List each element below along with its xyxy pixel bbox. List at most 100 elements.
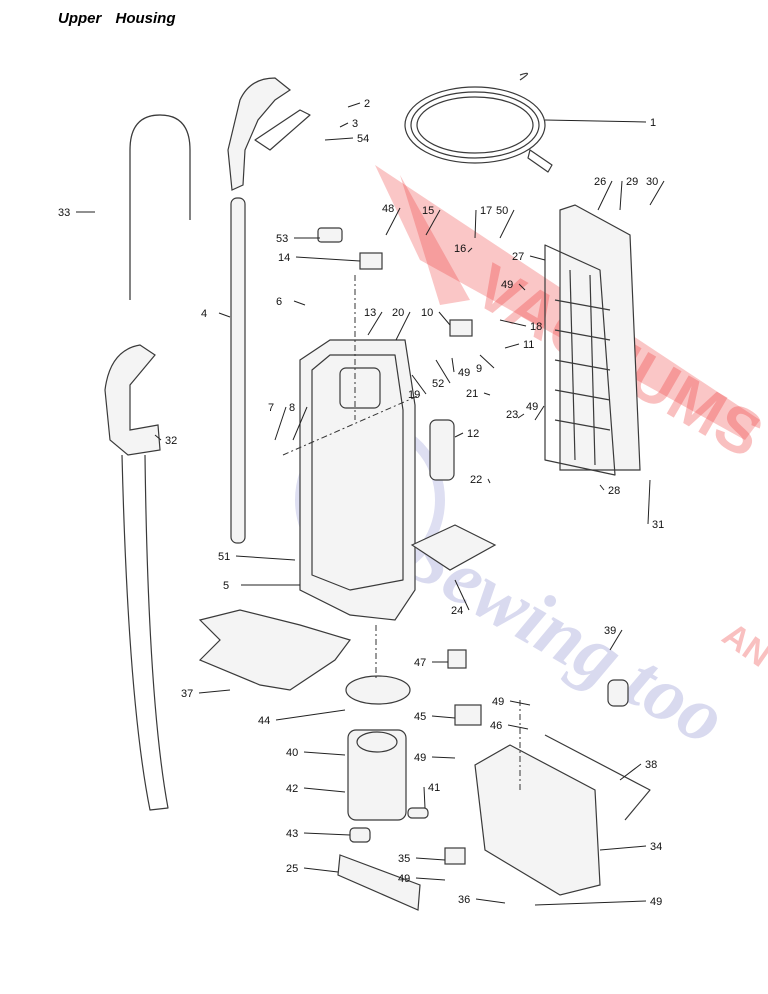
part-number-label: 8: [289, 402, 295, 414]
part-number-label: 49: [492, 696, 504, 708]
leader-line: [454, 579, 470, 611]
part-exhaust-plate: [410, 524, 497, 571]
leader-line: [415, 857, 446, 861]
part-number-label: 4: [201, 308, 207, 320]
part-number-label: 45: [414, 711, 426, 723]
part-exhaust-grill: [337, 854, 421, 911]
part-number-label: 51: [218, 551, 230, 563]
leader-line: [518, 283, 526, 291]
part-number-label: 33: [58, 207, 70, 219]
leader-line: [303, 787, 346, 793]
leader-line: [293, 300, 306, 306]
part-main-housing: [299, 339, 416, 621]
leader-line: [218, 312, 231, 318]
part-flex-hose: [129, 114, 191, 300]
leader-line: [198, 689, 231, 694]
leader-line: [517, 413, 525, 419]
part-number-label: 29: [626, 176, 638, 188]
leader-line: [504, 343, 520, 349]
leader-line: [303, 832, 351, 836]
part-number-label: 38: [645, 759, 657, 771]
part-number-label: 44: [258, 715, 270, 727]
part-number-label: 3: [352, 118, 358, 130]
leader-line: [479, 354, 495, 369]
leader-line: [534, 900, 647, 906]
leader-line: [274, 406, 287, 441]
leader-line: [451, 357, 455, 373]
leader-line: [435, 359, 451, 384]
part-number-label: 50: [496, 205, 508, 217]
part-number-label: 17: [480, 205, 492, 217]
leader-line: [425, 209, 441, 236]
part-power-cord: [404, 72, 553, 173]
leader-line: [649, 180, 665, 206]
part-number-label: 32: [165, 435, 177, 447]
part-number-label: 30: [646, 176, 658, 188]
part-number-label: 18: [530, 321, 542, 333]
part-number-label: 35: [398, 853, 410, 865]
leader-line: [347, 102, 361, 108]
leader-line: [324, 137, 354, 141]
leader-line: [235, 555, 296, 561]
part-number-label: 10: [421, 307, 433, 319]
part-number-label: 20: [392, 307, 404, 319]
part-number-label: 14: [278, 252, 290, 264]
part-number-label: 1: [650, 117, 656, 129]
part-handle-grip: [227, 77, 311, 191]
leader-line: [438, 311, 451, 326]
leader-line: [454, 432, 464, 438]
leader-line: [467, 247, 473, 253]
leader-line: [339, 122, 349, 128]
part-bag-housing: [474, 734, 651, 896]
part-number-label: 52: [432, 378, 444, 390]
part-number-label: 24: [451, 605, 463, 617]
leader-line: [154, 434, 162, 441]
leader-line: [411, 374, 427, 395]
leader-line: [474, 209, 477, 239]
leader-line: [509, 700, 531, 706]
part-number-label: 49: [501, 279, 513, 291]
leader-line: [431, 756, 456, 759]
part-number-label: 11: [523, 339, 534, 351]
part-number-label: 40: [286, 747, 298, 759]
leader-line: [487, 478, 491, 484]
part-number-label: 46: [490, 720, 502, 732]
part-number-label: 49: [398, 873, 410, 885]
part-number-label: 49: [526, 401, 538, 413]
part-number-label: 16: [454, 243, 466, 255]
leader-line: [303, 867, 339, 873]
part-number-label: 39: [604, 625, 616, 637]
part-number-label: 9: [476, 363, 482, 375]
part-number-label: 19: [408, 389, 420, 401]
leader-line: [599, 845, 647, 851]
leader-line: [292, 406, 308, 441]
part-motor-assembly: [345, 675, 411, 821]
part-number-label: 7: [268, 402, 274, 414]
leader-line: [423, 786, 426, 809]
part-number-label: 43: [286, 828, 298, 840]
part-wand-tube: [230, 197, 246, 544]
part-number-label: 6: [276, 296, 282, 308]
assembly-lines: [282, 275, 521, 790]
part-number-label: 37: [181, 688, 193, 700]
part-number-label: 48: [382, 203, 394, 215]
watermark-suffix: AN: [715, 615, 768, 674]
leader-line: [597, 180, 613, 211]
part-number-label: 23: [506, 409, 518, 421]
page-title: Upper Housing: [58, 10, 176, 27]
part-number-label: 36: [458, 894, 470, 906]
leader-line: [385, 207, 401, 236]
leader-line: [544, 119, 647, 123]
leader-line: [303, 751, 346, 756]
leader-line: [619, 763, 642, 781]
leader-line: [483, 392, 491, 396]
leader-line: [507, 724, 529, 730]
leader-line: [499, 209, 515, 239]
part-number-label: 31: [652, 519, 664, 531]
leader-line: [475, 898, 506, 904]
part-number-label: 47: [414, 657, 426, 669]
part-number-label: 12: [467, 428, 479, 440]
leader-line: [534, 405, 545, 421]
leader-line: [619, 180, 623, 211]
